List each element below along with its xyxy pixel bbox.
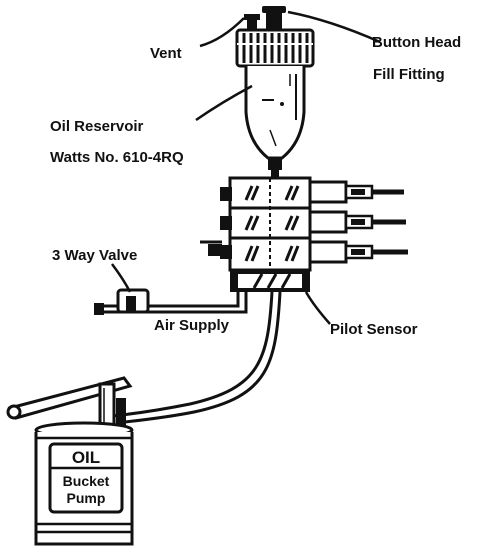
lubricator-manifold (200, 176, 312, 272)
button-head-label-line2: Fill Fitting (373, 66, 445, 83)
callout-labels: Vent Button Head Fill Fitting Oil Reserv… (50, 34, 461, 338)
outlet-nozzle-2 (308, 210, 406, 234)
button-head-label-line1: Button Head (372, 34, 461, 51)
pilot-sensor (230, 270, 310, 292)
pump-oil-label: OIL (72, 448, 100, 467)
bucket-pump: OIL Bucket Pump (6, 376, 134, 546)
outlet-nozzles (308, 180, 408, 264)
pump-label-line2: Pump (67, 490, 106, 506)
three-way-valve (94, 288, 150, 315)
reservoir-label-line2: Watts No. 610-4RQ (50, 149, 184, 166)
air-supply-label: Air Supply (154, 317, 230, 334)
outlet-nozzle-1 (308, 180, 404, 204)
reservoir-label-line1: Oil Reservoir (50, 118, 144, 135)
pilot-sensor-label: Pilot Sensor (330, 321, 418, 338)
reservoir-leader (195, 84, 253, 122)
pump-label-line1: Bucket (63, 473, 110, 489)
leader-lines (110, 10, 381, 325)
three-way-valve-leader (110, 263, 132, 293)
pump-hose (111, 291, 282, 425)
three-way-valve-label: 3 Way Valve (52, 247, 137, 264)
vent-leader (199, 17, 245, 48)
oil-reservoir (235, 6, 315, 180)
reservoir-cap (235, 28, 315, 68)
vent-label: Vent (150, 45, 182, 62)
outlet-nozzle-3 (308, 240, 408, 264)
button-head-leader (287, 10, 381, 44)
button-head-fill-fitting (262, 6, 286, 31)
pilot-sensor-leader (304, 291, 331, 325)
vent-fitting (244, 14, 260, 31)
